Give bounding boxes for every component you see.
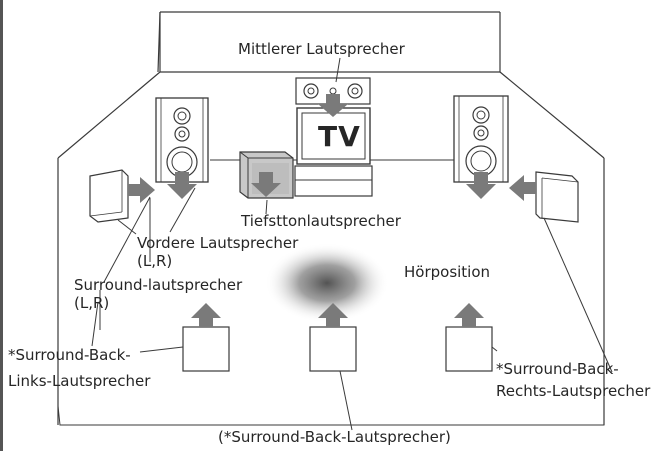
surround-left-leader-a xyxy=(103,196,151,283)
center-leader-line xyxy=(335,57,341,83)
surround-back-group-label: (*Surround-Back-Lautsprecher) xyxy=(218,428,451,446)
subwoofer-leader xyxy=(265,199,268,215)
left-border xyxy=(0,0,3,451)
surround-back-right-label-2: Rechts-Lautsprecher xyxy=(496,382,651,400)
surround-back-left-label-2: Links-Lautsprecher xyxy=(8,372,151,390)
back-left-leader xyxy=(139,346,184,353)
arrow-icon-front-left xyxy=(167,172,197,199)
front-speakers-lr-label: (L,R) xyxy=(137,252,173,270)
surround-left-speaker xyxy=(89,169,129,223)
arrow-icon-surround-back-left xyxy=(191,303,221,327)
front-left-leader xyxy=(169,187,196,233)
tv-label: TV xyxy=(318,120,361,153)
surround-back-right-speaker xyxy=(445,326,493,372)
vordere-leader xyxy=(117,219,137,235)
surround-back-center-speaker xyxy=(309,326,357,372)
surround-left-lower xyxy=(91,301,99,347)
surround-right-leader xyxy=(543,217,613,373)
front-right-speaker xyxy=(453,95,509,183)
listening-position-label: Hörposition xyxy=(404,263,491,281)
surround-right-speaker xyxy=(535,171,579,223)
arrow-icon-center xyxy=(318,94,348,117)
direction-arrows xyxy=(128,94,536,327)
arrow-icon-front-right xyxy=(466,172,496,199)
room-outline xyxy=(57,11,605,425)
back-group-leader xyxy=(339,370,353,431)
surround-speakers-lr-label: (L,R) xyxy=(74,294,110,312)
arrow-icon-surround-back-right xyxy=(454,303,484,327)
surround-back-right-label-1: *Surround-Back- xyxy=(496,360,619,378)
tv-set xyxy=(294,107,373,197)
back-group-bracket xyxy=(57,405,605,426)
front-left-speaker xyxy=(155,97,209,183)
center-speaker-label: Mittlerer Lautsprecher xyxy=(238,40,405,58)
back-right-leader xyxy=(491,346,498,352)
right-floor-edge xyxy=(499,71,605,159)
subwoofer-label: Tiefsttonlautsprecher xyxy=(241,212,401,230)
listening-position-blur xyxy=(265,243,389,323)
left-floor-edge xyxy=(57,71,161,159)
front-speakers-label: Vordere Lautsprecher xyxy=(137,234,299,252)
arrow-icon-surround-back-center xyxy=(318,303,348,327)
left-corner xyxy=(157,11,161,73)
surround-speakers-label: Surround-lautsprecher xyxy=(74,276,243,294)
leader-lines xyxy=(57,187,613,431)
arrow-icon-subwoofer xyxy=(251,172,281,197)
surround-back-left-speaker xyxy=(182,326,230,372)
back-wall xyxy=(159,12,501,73)
surround-back-left-label-1: *Surround-Back- xyxy=(8,346,131,364)
arrow-icon-surround-left xyxy=(128,177,155,203)
arrow-icon-surround-right xyxy=(509,175,536,201)
